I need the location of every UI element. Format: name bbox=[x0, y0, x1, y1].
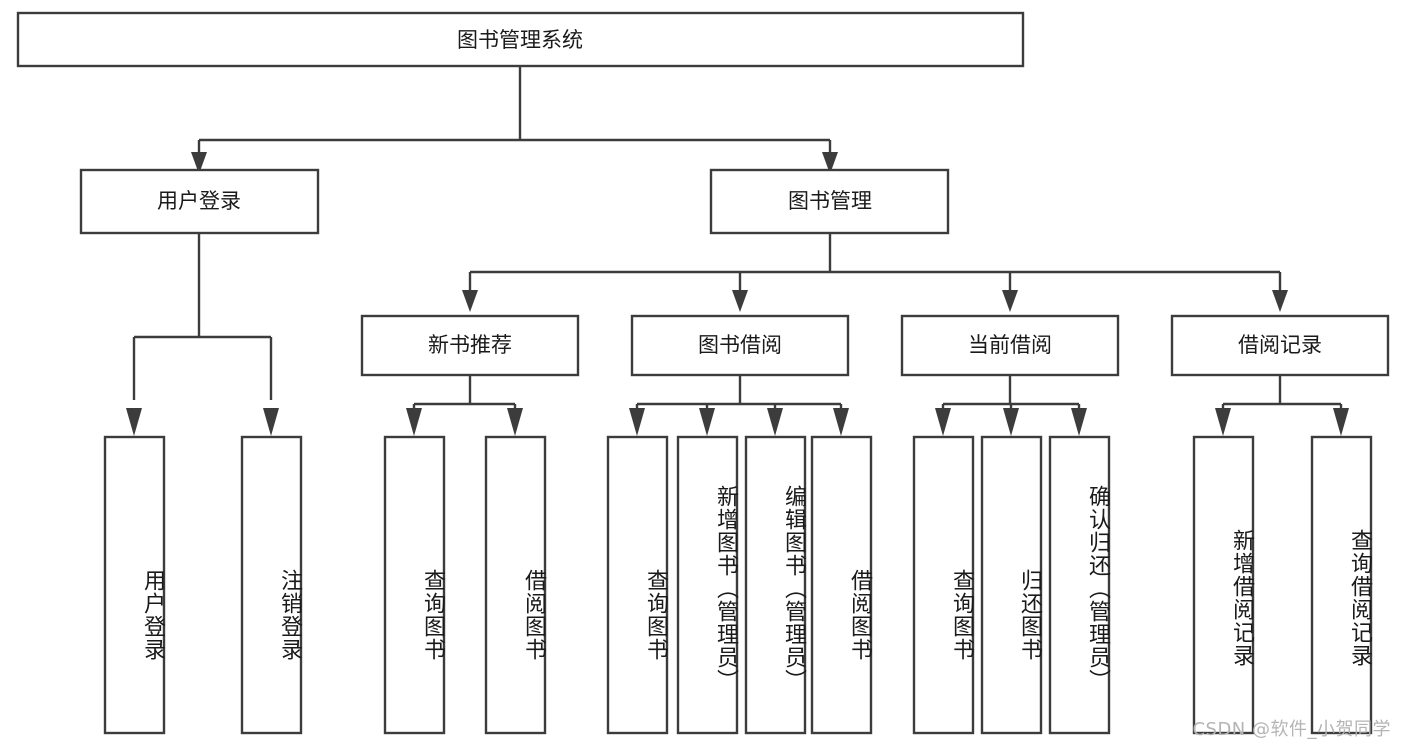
leaf-box-book-borrow-1[interactable] bbox=[606, 435, 669, 735]
connector-newbook-to-leaves bbox=[406, 375, 523, 436]
node-box-current-borrow[interactable] bbox=[900, 314, 1120, 377]
arrow-head-icon bbox=[629, 408, 645, 436]
arrow-head-icon bbox=[406, 408, 422, 436]
leaf-box-user-login-2[interactable] bbox=[240, 435, 303, 735]
leaf-box-current-borrow-1[interactable] bbox=[912, 435, 975, 735]
arrow-head-icon bbox=[732, 290, 748, 312]
arrow-head-icon bbox=[833, 408, 849, 436]
leaf-box-book-borrow-4[interactable] bbox=[810, 435, 873, 735]
node-box-borrow-record[interactable] bbox=[1170, 314, 1390, 377]
arrow-head-icon bbox=[263, 408, 279, 436]
connector-bookmgmt-to-level3 bbox=[462, 233, 1288, 312]
leaf-box-current-borrow-2[interactable] bbox=[980, 435, 1043, 735]
arrow-head-icon bbox=[1215, 408, 1231, 436]
node-label-current-borrow: 当前借阅 bbox=[968, 333, 1052, 357]
arrow-head-icon bbox=[191, 152, 207, 174]
arrow-head-icon bbox=[126, 408, 142, 436]
node-box-book-management[interactable] bbox=[709, 168, 950, 235]
connector-borrowrecord-to-leaves bbox=[1215, 375, 1349, 436]
node-label-borrow-record: 借阅记录 bbox=[1238, 333, 1322, 357]
leaf-box-borrow-record-2[interactable] bbox=[1310, 435, 1373, 735]
leaf-box-book-borrow-2[interactable] bbox=[676, 435, 739, 735]
leaf-box-book-borrow-3[interactable] bbox=[744, 435, 807, 735]
watermark-label: CSDN @软件_小贺同学 bbox=[1192, 719, 1391, 740]
node-label-book-borrow: 图书借阅 bbox=[698, 333, 782, 357]
node-label-root: 图书管理系统 bbox=[457, 28, 583, 52]
arrow-head-icon bbox=[935, 408, 951, 436]
leaf-box-user-login-1[interactable] bbox=[103, 435, 166, 735]
leaf-box-current-borrow-3[interactable] bbox=[1048, 435, 1111, 735]
arrow-head-icon bbox=[699, 408, 715, 436]
arrow-head-icon bbox=[507, 408, 523, 436]
leaf-box-borrow-record-1[interactable] bbox=[1192, 435, 1255, 735]
node-box-new-book-recommend[interactable] bbox=[360, 314, 580, 377]
arrow-head-icon bbox=[1003, 408, 1019, 436]
arrow-head-icon bbox=[462, 290, 478, 312]
arrow-head-icon bbox=[822, 152, 838, 174]
node-label-new-book-recommend: 新书推荐 bbox=[428, 333, 512, 357]
arrow-head-icon bbox=[1272, 290, 1288, 312]
connector-userlogin-to-leaves bbox=[126, 233, 279, 436]
node-box-book-borrow[interactable] bbox=[630, 314, 850, 377]
arrow-head-icon bbox=[1333, 408, 1349, 436]
arrow-head-icon bbox=[1071, 408, 1087, 436]
node-box-user-login[interactable] bbox=[79, 168, 320, 235]
connector-root-to-level2 bbox=[191, 66, 838, 174]
leaf-box-new-book-1[interactable] bbox=[383, 435, 446, 735]
node-label-book-management: 图书管理 bbox=[788, 189, 872, 213]
node-label-user-login: 用户登录 bbox=[157, 189, 241, 213]
node-box-root[interactable] bbox=[16, 11, 1025, 68]
connector-bookborrow-to-leaves bbox=[629, 375, 849, 436]
arrow-head-icon bbox=[767, 408, 783, 436]
arrow-head-icon bbox=[1002, 290, 1018, 312]
leaf-box-new-book-2[interactable] bbox=[484, 435, 547, 735]
connector-currentborrow-to-leaves bbox=[935, 375, 1087, 436]
